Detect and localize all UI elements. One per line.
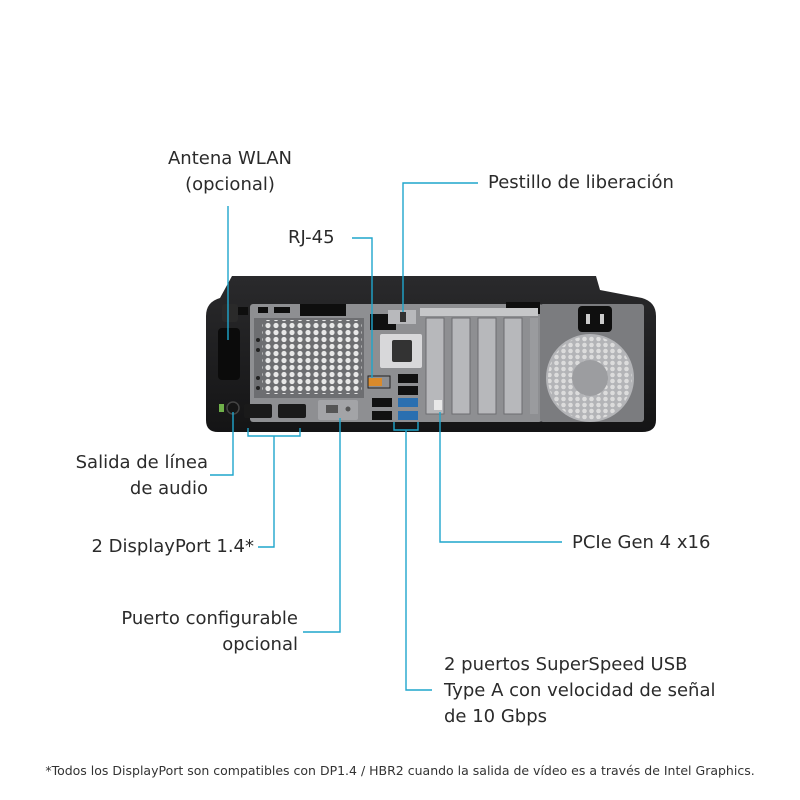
callout-audio-out: Salida de línea de audio [40,450,208,502]
callout-release-latch: Pestillo de liberación [488,170,674,196]
callout-usb-line1: 2 puertos SuperSpeed USB [444,654,688,675]
callout-audio-line1: Salida de línea [75,452,208,473]
usb-a-2 [398,374,418,383]
displayport-2 [278,404,306,418]
callout-usb: 2 puertos SuperSpeed USB Type A con velo… [444,652,716,730]
callout-configurable-line1: Puerto configurable [121,608,298,629]
power-socket [578,306,612,332]
callout-pcie: PCIe Gen 4 x16 [572,530,710,556]
displayport-1 [244,404,272,418]
callout-displayport-line1: 2 DisplayPort 1.4* [91,536,254,557]
pcie-slots [425,317,538,415]
callout-wlan-line1: Antena WLAN [167,148,293,169]
callout-rj45-line1: RJ-45 [288,227,335,248]
callout-usb-line2: Type A con velocidad de señal [444,680,716,701]
callout-wlan-line2: (opcional) [185,174,275,195]
callout-lines [210,182,562,691]
usb-a-1 [372,398,392,407]
callout-configurable-line2: opcional [222,634,298,655]
callout-configurable-port: Puerto configurable opcional [60,606,298,658]
callout-audio-line2: de audio [129,478,208,499]
callout-usb-line3: de 10 Gbps [444,706,548,727]
callout-pcie-line1: PCIe Gen 4 x16 [572,532,711,553]
callout-wlan-antenna: Antena WLAN (opcional) [150,146,310,198]
callout-rj45: RJ-45 [288,225,335,251]
callout-displayport: 2 DisplayPort 1.4* [40,534,254,560]
callout-latch-line1: Pestillo de liberación [488,172,674,193]
wlan-antenna [218,328,240,380]
footnote: *Todos los DisplayPort son compatibles c… [45,763,755,778]
